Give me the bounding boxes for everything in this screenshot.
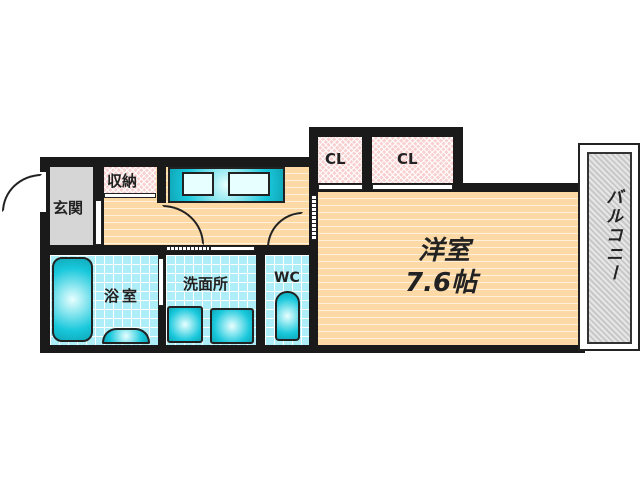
balcony-floor xyxy=(587,152,632,344)
washroom-door-panel[interactable] xyxy=(210,246,255,251)
stove-icon xyxy=(182,172,214,196)
storage-label: 収納 xyxy=(107,172,138,190)
closet-1 xyxy=(318,137,362,183)
corridor-window xyxy=(95,200,102,245)
entrance-door-opening[interactable] xyxy=(40,172,46,212)
western-room-floor xyxy=(318,192,578,345)
bath-label: 浴室 xyxy=(104,287,141,305)
entrance-label: 玄関 xyxy=(53,199,84,217)
storage-door[interactable] xyxy=(104,193,156,198)
room-sliding-door[interactable] xyxy=(311,195,317,240)
closet-2 xyxy=(372,137,453,183)
western-room-label: 洋室 xyxy=(418,236,471,266)
wc-label: WC xyxy=(274,270,300,286)
closet-2-door[interactable] xyxy=(372,184,453,190)
entrance-door[interactable] xyxy=(2,174,42,212)
kitchen-partition xyxy=(157,167,166,203)
bath-sink-icon xyxy=(102,328,150,344)
washroom-label: 洗面所 xyxy=(183,275,229,293)
bath-door[interactable] xyxy=(158,258,164,306)
storage-area xyxy=(104,167,156,193)
washbasin-icon xyxy=(210,308,254,344)
washing-machine-icon xyxy=(167,306,203,343)
closet-2-label: CL xyxy=(397,150,418,168)
washroom-sliding-door[interactable] xyxy=(166,246,210,251)
closet-1-label: CL xyxy=(325,150,346,168)
bathtub-icon xyxy=(52,257,93,342)
closet-1-door[interactable] xyxy=(318,184,363,190)
wc-partition xyxy=(256,252,265,352)
western-room-size: 7.6帖 xyxy=(405,268,478,298)
toilet-icon xyxy=(275,291,300,341)
sink-icon xyxy=(228,172,270,196)
entrance-floor xyxy=(50,167,93,245)
balcony-label: バルコニー xyxy=(602,188,622,283)
